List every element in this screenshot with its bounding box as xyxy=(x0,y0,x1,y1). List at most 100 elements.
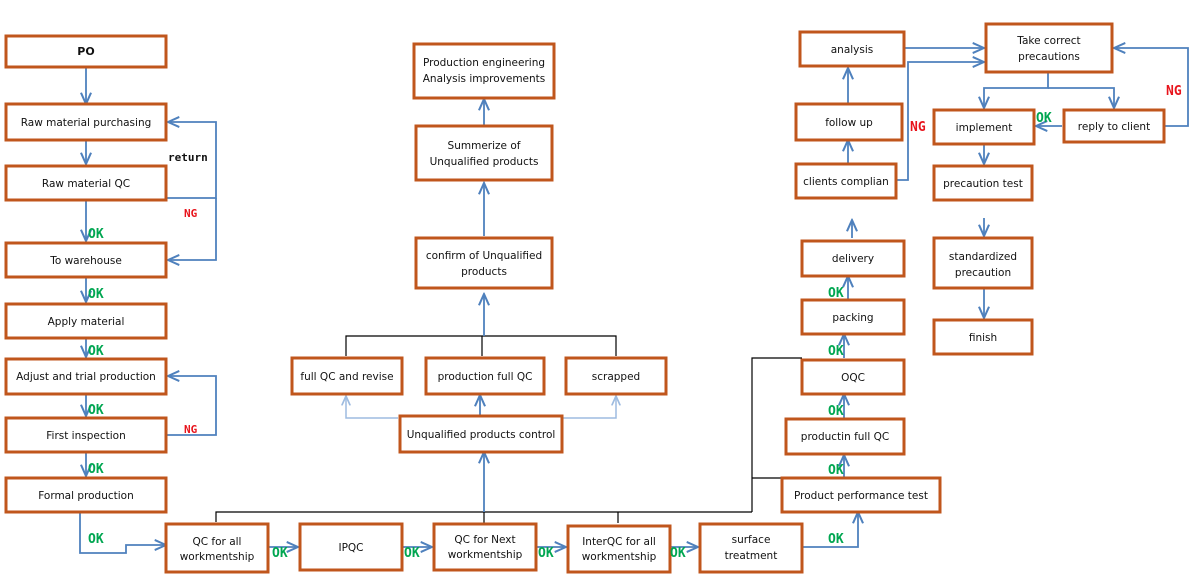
node-label: finish xyxy=(969,332,997,344)
node-unqualified-products-control: Unqualified products control xyxy=(398,414,564,454)
node-qc-for-all-workmentship: QC for all workmentship xyxy=(164,522,270,574)
node-implement: implement xyxy=(932,108,1036,146)
node-label-line2: workmentship xyxy=(582,551,657,563)
node-label-line1: InterQC for all xyxy=(582,536,656,548)
node-ipqc: IPQC xyxy=(298,522,404,572)
ok-label: OK xyxy=(1036,111,1052,126)
node-scrapped: scrapped xyxy=(564,356,668,396)
node-delivery: delivery xyxy=(800,239,906,278)
node-label-line1: confirm of Unqualified xyxy=(426,250,542,262)
node-summerize-of-unqualified-products: Summerize of Unqualified products xyxy=(414,124,554,182)
node-analysis: analysis xyxy=(798,30,906,68)
node-follow-up: follow up xyxy=(794,102,904,142)
node-label-line1: Summerize of xyxy=(448,140,521,152)
node-label-line2: precautions xyxy=(1018,51,1080,63)
node-surface-treatment: surface treatment xyxy=(698,522,804,574)
ok-label: OK xyxy=(88,403,104,418)
node-label: reply to client xyxy=(1078,121,1150,133)
node-product-performance-test: Product performance test xyxy=(780,476,942,514)
node-label-line2: workmentship xyxy=(180,551,255,563)
node-label-line2: Unqualified products xyxy=(430,156,539,168)
node-label-line1: QC for Next xyxy=(454,534,515,546)
node-label: Raw material QC xyxy=(42,178,130,190)
ok-label: OK xyxy=(404,546,420,561)
node-production-engineering: Production engineering Analysis improvem… xyxy=(412,42,556,100)
node-label: scrapped xyxy=(592,371,640,383)
node-full-qc-and-revise: full QC and revise xyxy=(290,356,404,396)
node-label-line2: Analysis improvements xyxy=(423,73,546,85)
connectors xyxy=(79,48,1189,554)
node-label: follow up xyxy=(825,117,873,129)
ng-label: NG xyxy=(184,423,198,436)
ok-label: OK xyxy=(828,404,844,419)
ok-label: OK xyxy=(88,462,104,477)
node-confirm-of-unqualified-products: confirm of Unqualified products xyxy=(414,236,554,290)
ok-label: OK xyxy=(670,546,686,561)
node-label: full QC and revise xyxy=(300,371,393,383)
ok-label: OK xyxy=(88,287,104,302)
node-reply-to-client: reply to client xyxy=(1062,108,1166,144)
node-label: implement xyxy=(956,122,1013,134)
node-label: Unqualified products control xyxy=(407,429,556,441)
node-label: To warehouse xyxy=(49,255,122,267)
ok-label: OK xyxy=(828,532,844,547)
node-production-full-qc-right: productin full QC xyxy=(784,417,906,456)
node-label-line1: Take correct xyxy=(1016,35,1080,47)
flow-labels: return NG NG NG NG OK OK OK OK OK OK OK … xyxy=(88,84,1182,561)
ok-label: OK xyxy=(88,532,104,547)
node-formal-production: Formal production xyxy=(4,476,168,514)
nodes: PO Raw material purchasing Raw material … xyxy=(4,22,1166,574)
ok-label: OK xyxy=(272,546,288,561)
node-precaution-test: precaution test xyxy=(932,164,1034,202)
node-take-correct-precautions: Take correct precautions xyxy=(984,22,1114,74)
ok-label: OK xyxy=(88,344,104,359)
node-finish: finish xyxy=(932,318,1034,356)
node-production-full-qc-mid: production full QC xyxy=(424,356,546,396)
node-label-line1: QC for all xyxy=(193,536,242,548)
node-label: analysis xyxy=(831,44,874,56)
node-raw-material-qc: Raw material QC xyxy=(4,164,168,202)
node-standardized-precaution: standardized precaution xyxy=(932,236,1034,290)
node-label: productin full QC xyxy=(801,431,889,443)
node-label: Product performance test xyxy=(794,490,928,502)
node-label: Apply material xyxy=(48,316,125,328)
ok-label: OK xyxy=(88,227,104,242)
node-oqc: OQC xyxy=(800,358,906,396)
ok-label: OK xyxy=(828,463,844,478)
node-label: OQC xyxy=(841,372,865,384)
node-label-line2: workmentship xyxy=(448,549,523,561)
node-label: production full QC xyxy=(438,371,533,383)
ok-label: OK xyxy=(828,286,844,301)
node-label-line2: treatment xyxy=(725,550,778,562)
node-label: Adjust and trial production xyxy=(16,371,156,383)
ok-label: OK xyxy=(538,546,554,561)
node-label: IPQC xyxy=(338,542,363,554)
node-adjust-trial-production: Adjust and trial production xyxy=(4,357,168,396)
node-label: clients complian xyxy=(803,176,889,188)
node-label-line1: surface xyxy=(732,534,771,546)
node-apply-material: Apply material xyxy=(4,302,168,340)
ng-label: NG xyxy=(184,207,198,220)
node-interqc-for-all-workmentship: InterQC for all workmentship xyxy=(566,524,672,574)
node-label: Raw material purchasing xyxy=(21,117,152,129)
node-qc-for-next-workmentship: QC for Next workmentship xyxy=(432,522,538,572)
node-label-line2: precaution xyxy=(955,267,1011,279)
node-raw-material-purchasing: Raw material purchasing xyxy=(4,102,168,142)
node-label: PO xyxy=(77,45,94,58)
node-first-inspection: First inspection xyxy=(4,416,168,454)
ng-label: NG xyxy=(1166,84,1182,99)
ng-label: NG xyxy=(910,120,926,135)
node-label: First inspection xyxy=(46,430,126,442)
node-clients-complian: clients complian xyxy=(794,162,898,200)
return-label: return xyxy=(168,151,208,164)
node-label-line2: products xyxy=(461,266,507,278)
node-label-line1: standardized xyxy=(949,251,1017,263)
node-label-line1: Production engineering xyxy=(423,57,545,69)
node-po: PO xyxy=(4,34,168,69)
node-packing: packing xyxy=(800,298,906,336)
node-label: precaution test xyxy=(943,178,1023,190)
ok-label: OK xyxy=(828,344,844,359)
node-label: packing xyxy=(832,312,873,324)
node-label: Formal production xyxy=(38,490,134,502)
